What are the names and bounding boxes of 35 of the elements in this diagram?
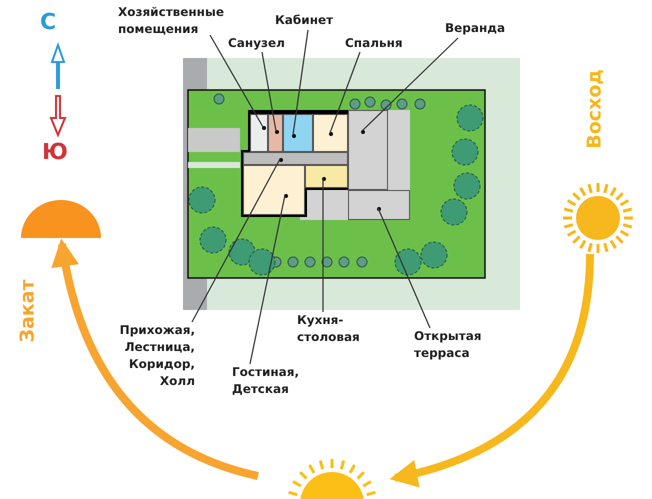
compass-letter: Ю (42, 140, 68, 165)
room-label: Спальня (345, 35, 407, 52)
room-area (283, 114, 313, 152)
leader-line (209, 34, 264, 128)
room-label: Санузел (228, 35, 290, 52)
room-area (243, 165, 305, 215)
leader-line (261, 52, 277, 132)
room-area (348, 110, 388, 190)
room-label: Веранда (445, 20, 517, 37)
leader-line (292, 30, 309, 136)
leader-line (329, 52, 361, 134)
leader-line (377, 208, 431, 328)
sun-caption: Восход (584, 69, 606, 149)
room-area (268, 114, 283, 152)
leader-line (362, 38, 458, 132)
room-label: Гостиная, Детская (232, 364, 318, 398)
room-area (305, 165, 348, 188)
sun-caption: Закат (16, 279, 39, 343)
room-label: Прихожая, Лестница, Коридор, Холл (100, 322, 195, 390)
room-label: Кухня-столовая (297, 312, 377, 346)
sun-icon (20, 198, 102, 240)
room-area (313, 114, 348, 152)
room-area (243, 152, 348, 165)
sun-icon (560, 180, 636, 256)
room-label: Кабинет (275, 12, 345, 29)
room-label: Открытая терраса (414, 328, 496, 362)
leader-line (249, 194, 286, 364)
room-area (348, 190, 410, 220)
curved-arrow (52, 238, 260, 480)
compass-letter: С (40, 10, 56, 35)
leader-line (322, 178, 324, 312)
curved-arrow (390, 254, 594, 486)
room-area (250, 114, 268, 152)
room-label: Хозяйственные помещения (118, 4, 228, 38)
leader-line (191, 158, 281, 322)
